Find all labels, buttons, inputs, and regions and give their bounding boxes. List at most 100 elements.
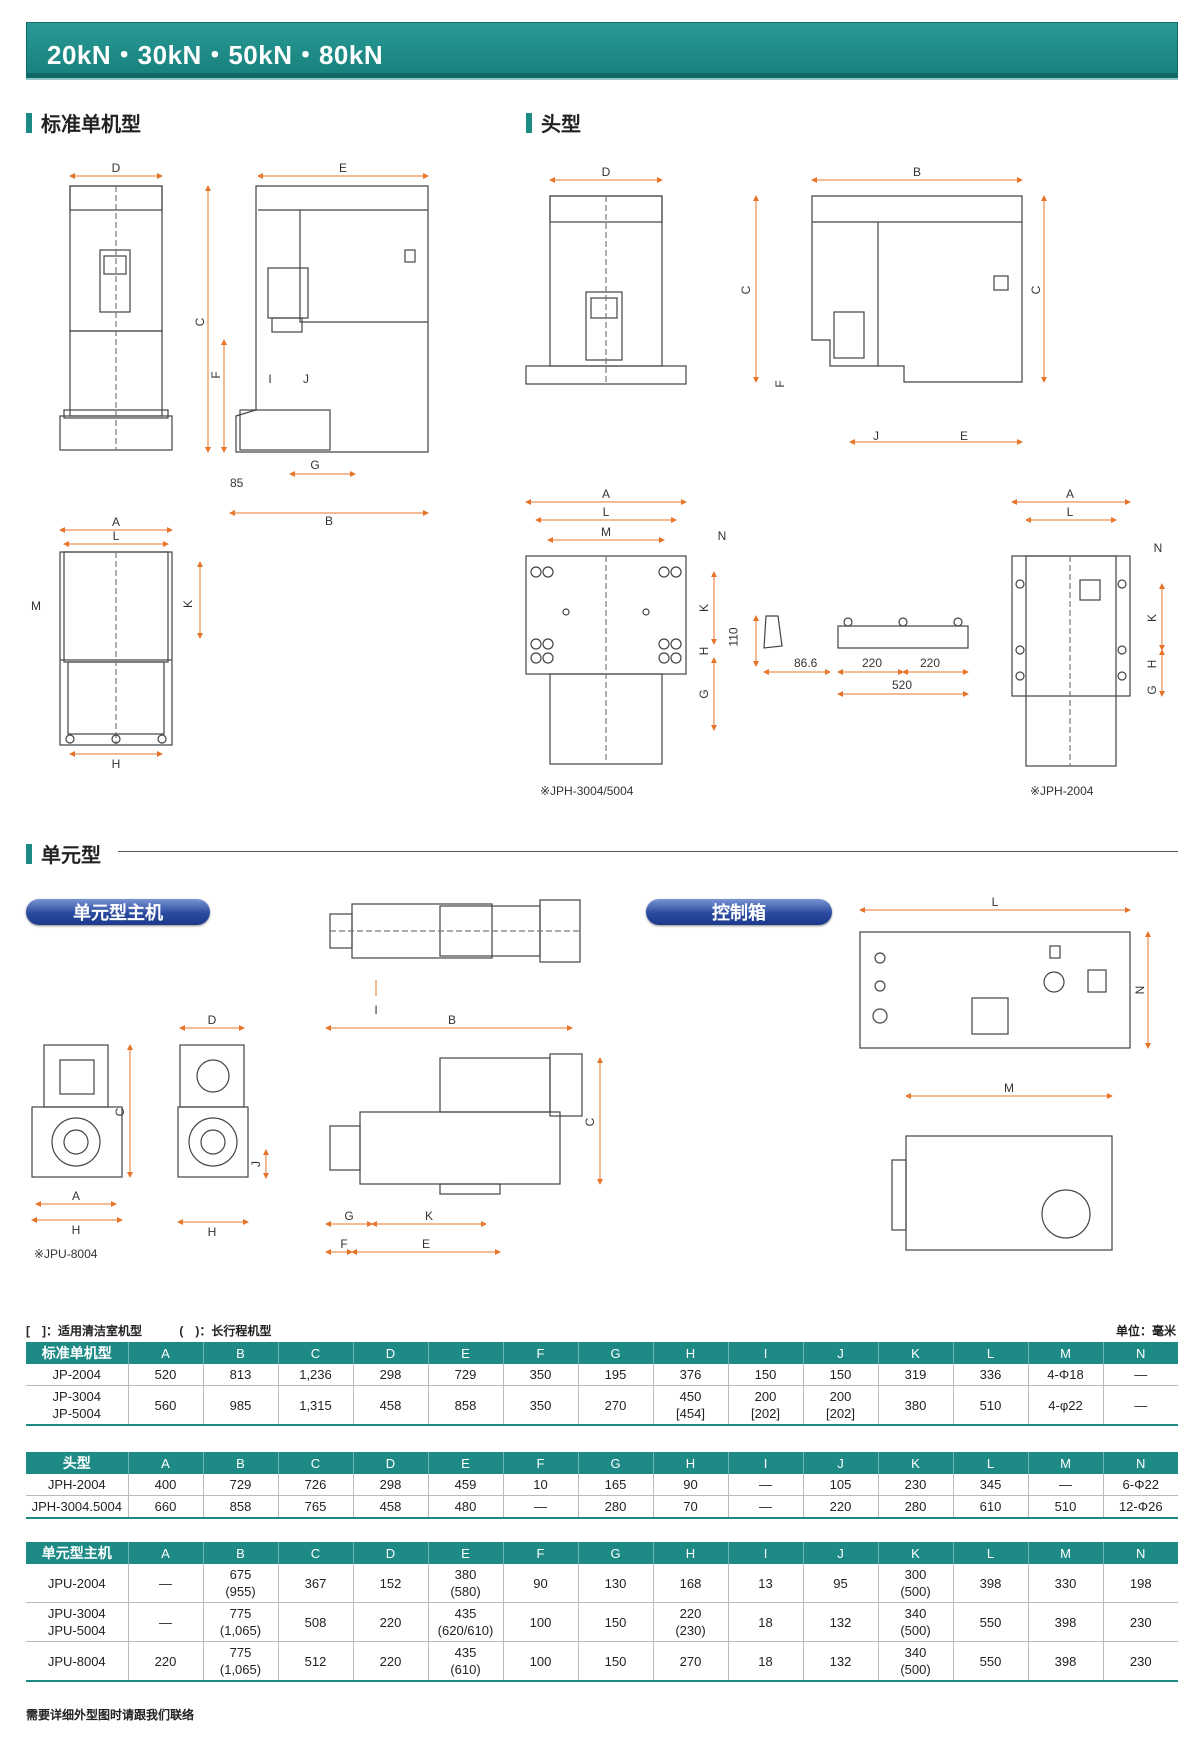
table-title: 标准单机型 bbox=[26, 1342, 128, 1364]
dim-220-b: 220 bbox=[920, 656, 941, 670]
caption-jpu8004: ※JPU-8004 bbox=[34, 1247, 98, 1261]
svg-text:J: J bbox=[303, 372, 309, 386]
value-cell: — bbox=[127, 1564, 203, 1603]
value-cell: 520 bbox=[127, 1364, 203, 1386]
value-cell: 508 bbox=[277, 1602, 353, 1642]
head-plan-view-2004 bbox=[1011, 555, 1131, 767]
head-front-view bbox=[525, 195, 687, 385]
value-cell: 130 bbox=[577, 1564, 653, 1603]
svg-text:G: G bbox=[1145, 685, 1159, 694]
column-header-c: C bbox=[277, 1452, 353, 1474]
svg-text:A: A bbox=[112, 515, 120, 529]
svg-text:G: G bbox=[344, 1209, 353, 1223]
value-cell: 220 bbox=[352, 1602, 428, 1642]
column-header-g: G bbox=[577, 1452, 653, 1474]
svg-text:A: A bbox=[1066, 487, 1074, 501]
standard-plan-view bbox=[59, 551, 173, 746]
column-header-h: H bbox=[652, 1542, 728, 1564]
svg-text:H: H bbox=[1145, 660, 1159, 669]
section-unit-title: 单元型 bbox=[26, 839, 101, 868]
unit-side-view bbox=[329, 1053, 583, 1195]
value-cell: 1,315 bbox=[277, 1385, 353, 1426]
value-cell: 660 bbox=[127, 1495, 203, 1519]
column-header-b: B bbox=[202, 1342, 278, 1364]
svg-text:E: E bbox=[422, 1237, 430, 1251]
value-cell: 512 bbox=[277, 1641, 353, 1682]
svg-text:C: C bbox=[193, 317, 207, 326]
svg-text:K: K bbox=[425, 1209, 433, 1223]
column-header-l: L bbox=[952, 1452, 1028, 1474]
table-legend: [ ]：适用清洁室机型 ( )：长行程机型 bbox=[26, 1322, 305, 1339]
svg-text:H: H bbox=[208, 1225, 217, 1239]
unit-rear-view bbox=[31, 1044, 249, 1178]
value-cell: 165 bbox=[577, 1474, 653, 1496]
column-header-k: K bbox=[877, 1452, 953, 1474]
value-cell: 450[454] bbox=[652, 1385, 728, 1426]
column-header-n: N bbox=[1102, 1452, 1178, 1474]
value-cell: 560 bbox=[127, 1385, 203, 1426]
value-cell: 985 bbox=[202, 1385, 278, 1426]
svg-text:L: L bbox=[992, 895, 999, 909]
svg-text:G: G bbox=[310, 458, 319, 472]
value-cell: 150 bbox=[577, 1602, 653, 1642]
svg-text:K: K bbox=[697, 604, 711, 612]
svg-text:M: M bbox=[601, 525, 611, 539]
svg-text:D: D bbox=[208, 1013, 217, 1027]
svg-text:D: D bbox=[112, 161, 121, 175]
value-cell: 345 bbox=[952, 1474, 1028, 1496]
unit-label: 单位：毫米 bbox=[1115, 1324, 1176, 1338]
value-cell: 95 bbox=[802, 1564, 878, 1603]
column-header-i: I bbox=[727, 1452, 803, 1474]
column-header-l: L bbox=[952, 1342, 1028, 1364]
value-cell: 550 bbox=[952, 1641, 1028, 1682]
value-cell: 100 bbox=[502, 1641, 578, 1682]
svg-text:H: H bbox=[112, 757, 121, 771]
value-cell: 152 bbox=[352, 1564, 428, 1603]
legend-long-stroke: ( )：长行程机型 bbox=[179, 1324, 272, 1338]
control-box-front-view bbox=[859, 931, 1131, 1049]
svg-text:J: J bbox=[249, 1161, 263, 1167]
column-header-l: L bbox=[952, 1542, 1028, 1564]
value-cell: 200[202] bbox=[802, 1385, 878, 1426]
svg-text:M: M bbox=[31, 599, 41, 613]
caption-jph3004: ※JPH-3004/5004 bbox=[540, 784, 634, 798]
column-header-f: F bbox=[502, 1542, 578, 1564]
value-cell: 298 bbox=[352, 1474, 428, 1496]
svg-text:B: B bbox=[913, 165, 921, 179]
value-cell: 459 bbox=[427, 1474, 503, 1496]
value-cell: 376 bbox=[652, 1364, 728, 1386]
svg-text:F: F bbox=[209, 371, 223, 378]
svg-text:E: E bbox=[960, 429, 968, 443]
column-header-e: E bbox=[427, 1542, 503, 1564]
table-title: 单元型主机 bbox=[26, 1542, 128, 1564]
svg-text:N: N bbox=[718, 529, 727, 543]
value-cell: 150 bbox=[802, 1364, 878, 1386]
svg-text:C: C bbox=[583, 1117, 597, 1126]
value-cell: 280 bbox=[877, 1495, 953, 1519]
caption-jph2004: ※JPH-2004 bbox=[1030, 784, 1094, 798]
value-cell: 340(500) bbox=[877, 1602, 953, 1642]
value-cell: 4-φ22 bbox=[1027, 1385, 1103, 1426]
value-cell: 729 bbox=[427, 1364, 503, 1386]
value-cell: 100 bbox=[502, 1602, 578, 1642]
column-header-j: J bbox=[802, 1452, 878, 1474]
value-cell: 132 bbox=[802, 1602, 878, 1642]
model-cell: JPU-2004 bbox=[26, 1564, 128, 1603]
svg-text:L: L bbox=[603, 505, 610, 519]
value-cell: 380(580) bbox=[427, 1564, 503, 1603]
value-cell: 70 bbox=[652, 1495, 728, 1519]
column-header-b: B bbox=[202, 1542, 278, 1564]
value-cell: 775(1,065) bbox=[202, 1602, 278, 1642]
standard-front-view bbox=[59, 185, 173, 451]
value-cell: 340(500) bbox=[877, 1641, 953, 1682]
value-cell: 200[202] bbox=[727, 1385, 803, 1426]
column-header-n: N bbox=[1102, 1342, 1178, 1364]
unit-top-view bbox=[329, 899, 581, 963]
